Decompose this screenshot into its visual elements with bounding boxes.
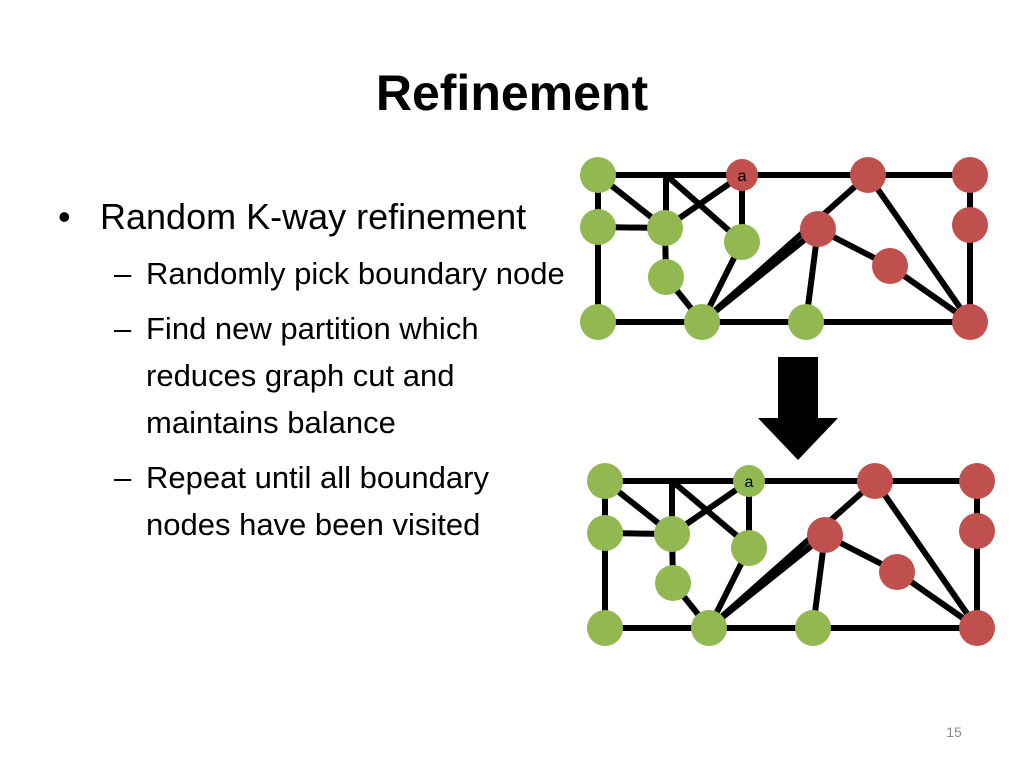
sub-bullet-2-text: Find new partition which reduces graph c… [146, 311, 479, 440]
graph-node-a [733, 465, 765, 497]
slide-title: Refinement [375, 65, 649, 121]
graph-node [807, 517, 843, 553]
bullet-main-text: Random K-way refinement [100, 196, 527, 237]
graph-node [724, 224, 760, 260]
graph-edge [865, 172, 973, 325]
graph-node [879, 554, 915, 590]
down-arrow [758, 357, 838, 460]
edges-after [602, 478, 980, 631]
graph-node [959, 513, 995, 549]
graph-node [952, 157, 988, 193]
bullet-dot: • [58, 196, 71, 237]
graph-node [959, 463, 995, 499]
graph-node [872, 248, 908, 284]
graph-edge [706, 478, 878, 631]
graph-node [587, 463, 623, 499]
graph-node [795, 610, 831, 646]
graph-node [952, 304, 988, 340]
graph-node [587, 610, 623, 646]
sub-bullet-3: – Repeat until all boundary nodes have b… [58, 454, 568, 548]
graph-edge [872, 478, 980, 631]
graph-node [655, 565, 691, 601]
graph-edge [669, 478, 752, 549]
slide-number: 15 [946, 724, 962, 740]
bullet-main: • Random K-way refinement [58, 190, 568, 244]
graph-node [952, 207, 988, 243]
graph-node [647, 210, 683, 246]
graph-node [580, 304, 616, 340]
sub-bullet-2: – Find new partition which reduces graph… [58, 305, 568, 446]
bullet-list: • Random K-way refinement – Randomly pic… [58, 190, 568, 548]
nodes-before: a [580, 157, 988, 340]
graph-edge [699, 172, 871, 325]
edges-before [595, 172, 973, 325]
node-label-a: a [738, 168, 747, 185]
graph-node [580, 209, 616, 245]
graph-node [800, 211, 836, 247]
graph-node [648, 259, 684, 295]
graph-node [857, 463, 893, 499]
graph-node [654, 516, 690, 552]
sub-bullet-1: – Randomly pick boundary node [58, 250, 568, 297]
graph-node-a [726, 159, 758, 191]
graph-node [788, 304, 824, 340]
node-label-a: a [745, 474, 754, 491]
graph-node [587, 515, 623, 551]
graph-node [731, 530, 767, 566]
sub-bullet-1-text: Randomly pick boundary node [146, 256, 565, 291]
graph-before: a [580, 157, 988, 340]
graph-after: a [587, 463, 995, 646]
graph-node [684, 304, 720, 340]
graph-node [580, 157, 616, 193]
dash-marker: – [114, 256, 132, 291]
dash-marker: – [114, 460, 132, 495]
graph-node [959, 610, 995, 646]
sub-bullet-3-text: Repeat until all boundary nodes have bee… [146, 460, 489, 542]
dash-marker: – [114, 311, 132, 346]
graph-node [850, 157, 886, 193]
nodes-after: a [587, 463, 995, 646]
graph-node [691, 610, 727, 646]
